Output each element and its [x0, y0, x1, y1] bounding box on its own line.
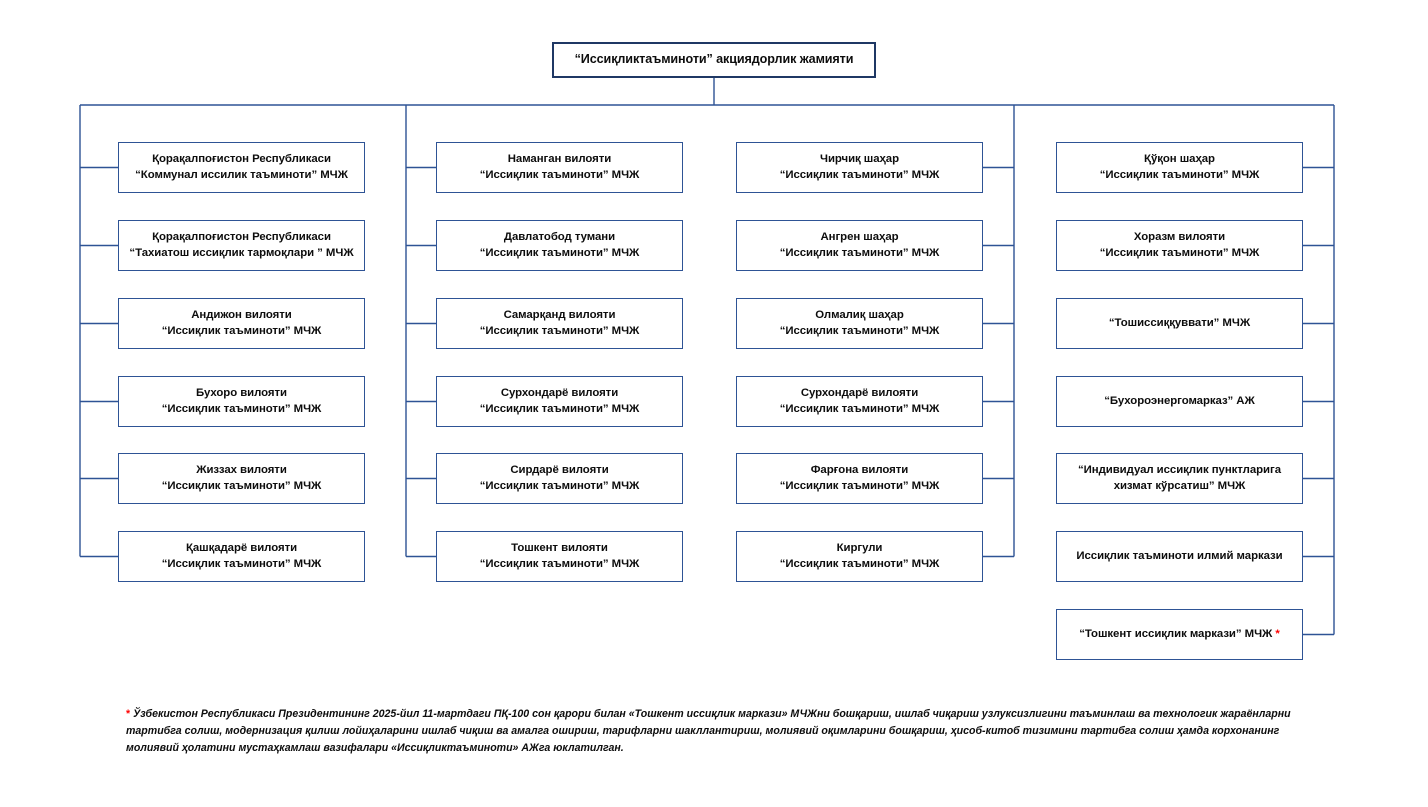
org-node[interactable]: Киргули “Иссиқлик таъминоти” МЧЖ — [736, 531, 983, 582]
org-node-label: Чирчиқ шаҳар “Иссиқлик таъминоти” МЧЖ — [779, 153, 940, 181]
node-asterisk-icon: * — [1272, 627, 1280, 640]
org-node-label: Тошкент вилояти “Иссиқлик таъминоти” МЧЖ — [479, 542, 640, 570]
org-node-label: Қорақалпоғистон Республикаси “Коммунал и… — [135, 153, 348, 181]
org-node[interactable]: “Индивидуал иссиқлик пунктларига хизмат … — [1056, 453, 1303, 504]
org-node-label: Қўқон шаҳар “Иссиқлик таъминоти” МЧЖ — [1099, 153, 1260, 181]
org-node-label: Фарғона вилояти “Иссиқлик таъминоти” МЧЖ — [779, 464, 940, 492]
org-node-label: “Тошиссиққуввати” МЧЖ — [1108, 316, 1251, 329]
org-node[interactable]: Фарғона вилояти “Иссиқлик таъминоти” МЧЖ — [736, 453, 983, 504]
org-node-label: Наманган вилояти “Иссиқлик таъминоти” МЧ… — [479, 153, 640, 181]
org-node[interactable]: “Тошиссиққуввати” МЧЖ — [1056, 298, 1303, 349]
org-node[interactable]: Чирчиқ шаҳар “Иссиқлик таъминоти” МЧЖ — [736, 142, 983, 193]
org-node-label: Жиззах вилояти “Иссиқлик таъминоти” МЧЖ — [161, 464, 322, 492]
org-node-label: Қашқадарё вилояти “Иссиқлик таъминоти” М… — [161, 542, 322, 570]
org-node-label: Сурхондарё вилояти “Иссиқлик таъминоти” … — [779, 387, 940, 415]
org-node[interactable]: Андижон вилояти “Иссиқлик таъминоти” МЧЖ — [118, 298, 365, 349]
root-node-label: “Иссиқликтаъминоти” акциядорлик жамияти — [574, 52, 854, 67]
org-node[interactable]: Қашқадарё вилояти “Иссиқлик таъминоти” М… — [118, 531, 365, 582]
org-node[interactable]: Қўқон шаҳар “Иссиқлик таъминоти” МЧЖ — [1056, 142, 1303, 193]
org-node[interactable]: Олмалиқ шаҳар “Иссиқлик таъминоти” МЧЖ — [736, 298, 983, 349]
org-node-label: Олмалиқ шаҳар “Иссиқлик таъминоти” МЧЖ — [779, 309, 940, 337]
org-node-label: Киргули “Иссиқлик таъминоти” МЧЖ — [779, 542, 940, 570]
org-node-label: Сирдарё вилояти “Иссиқлик таъминоти” МЧЖ — [479, 464, 640, 492]
org-node-label: Давлатобод тумани “Иссиқлик таъминоти” М… — [479, 231, 640, 259]
org-node-label: “Тошкент иссиқлик маркази” МЧЖ * — [1079, 627, 1280, 640]
org-node-label: “Бухороэнергомарказ” АЖ — [1104, 394, 1255, 407]
org-node[interactable]: Бухоро вилояти “Иссиқлик таъминоти” МЧЖ — [118, 376, 365, 427]
org-node[interactable]: Қорақалпоғистон Республикаси “Коммунал и… — [118, 142, 365, 193]
org-node-label: Хоразм вилояти “Иссиқлик таъминоти” МЧЖ — [1099, 231, 1260, 259]
org-node-label: Сурхондарё вилояти “Иссиқлик таъминоти” … — [479, 387, 640, 415]
footnote-text: Ўзбекистон Республикаси Президентининг 2… — [126, 708, 1291, 755]
org-node-label: Самарқанд вилояти “Иссиқлик таъминоти” М… — [479, 309, 640, 337]
org-node[interactable]: Сурхондарё вилояти “Иссиқлик таъминоти” … — [436, 376, 683, 427]
org-node-label: “Индивидуал иссиқлик пунктларига хизмат … — [1077, 464, 1281, 492]
org-node-label: Бухоро вилояти “Иссиқлик таъминоти” МЧЖ — [161, 387, 322, 415]
org-node[interactable]: Наманган вилояти “Иссиқлик таъминоти” МЧ… — [436, 142, 683, 193]
org-node[interactable]: Давлатобод тумани “Иссиқлик таъминоти” М… — [436, 220, 683, 271]
org-node[interactable]: Самарқанд вилояти “Иссиқлик таъминоти” М… — [436, 298, 683, 349]
org-node[interactable]: Сурхондарё вилояти “Иссиқлик таъминоти” … — [736, 376, 983, 427]
org-node-label: Андижон вилояти “Иссиқлик таъминоти” МЧЖ — [161, 309, 322, 337]
org-node-label: Ангрен шаҳар “Иссиқлик таъминоти” МЧЖ — [779, 231, 940, 259]
org-node[interactable]: “Тошкент иссиқлик маркази” МЧЖ * — [1056, 609, 1303, 660]
footnote-asterisk: * — [126, 708, 131, 720]
org-node[interactable]: Иссиқлик таъминоти илмий маркази — [1056, 531, 1303, 582]
org-node[interactable]: Тошкент вилояти “Иссиқлик таъминоти” МЧЖ — [436, 531, 683, 582]
org-node[interactable]: Қорақалпоғистон Республикаси “Тахиатош и… — [118, 220, 365, 271]
root-node[interactable]: “Иссиқликтаъминоти” акциядорлик жамияти — [552, 42, 876, 78]
org-node[interactable]: Ангрен шаҳар “Иссиқлик таъминоти” МЧЖ — [736, 220, 983, 271]
org-node-label: Қорақалпоғистон Республикаси “Тахиатош и… — [129, 231, 354, 259]
org-node[interactable]: “Бухороэнергомарказ” АЖ — [1056, 376, 1303, 427]
org-node[interactable]: Хоразм вилояти “Иссиқлик таъминоти” МЧЖ — [1056, 220, 1303, 271]
org-node-label: Иссиқлик таъминоти илмий маркази — [1076, 549, 1283, 562]
org-node[interactable]: Жиззах вилояти “Иссиқлик таъминоти” МЧЖ — [118, 453, 365, 504]
org-node[interactable]: Сирдарё вилояти “Иссиқлик таъминоти” МЧЖ — [436, 453, 683, 504]
footnote: * Ўзбекистон Республикаси Президентининг… — [126, 706, 1306, 757]
